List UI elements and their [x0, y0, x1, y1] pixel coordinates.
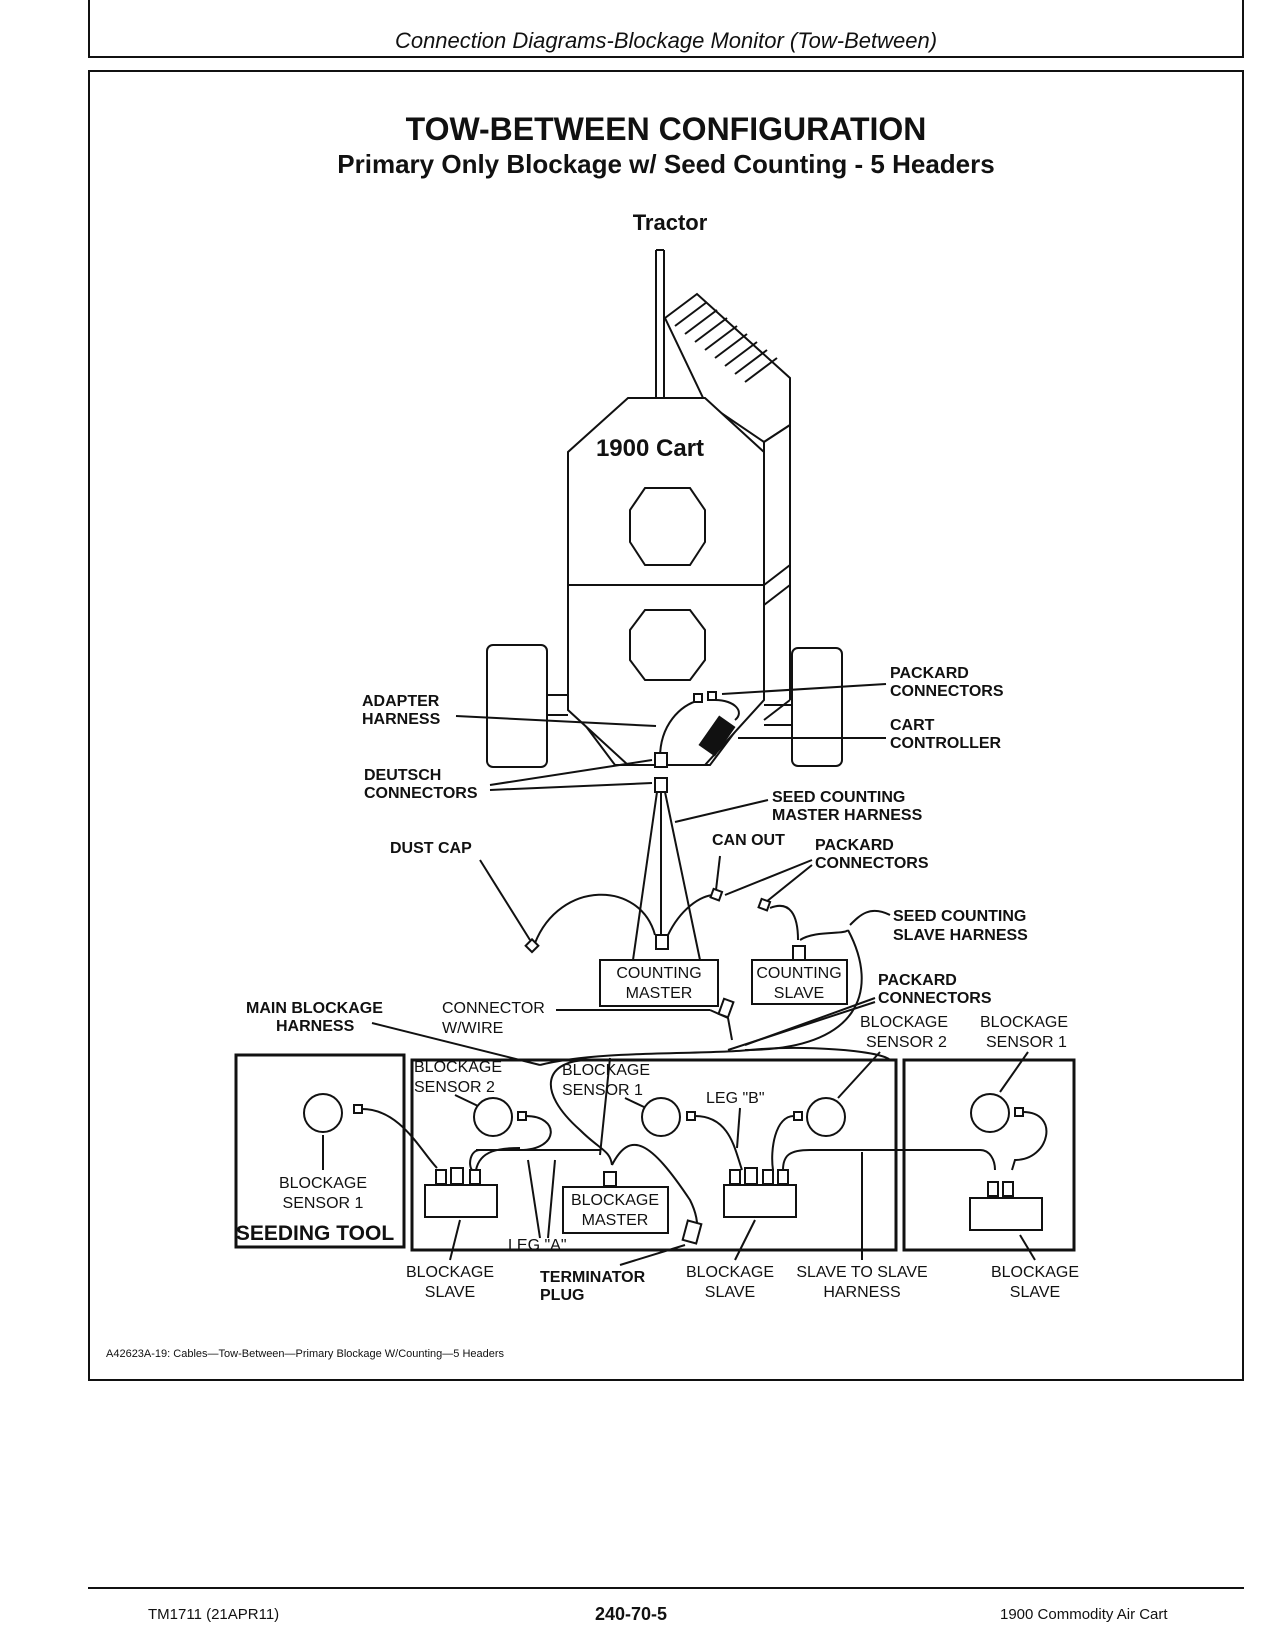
svg-text:HARNESS: HARNESS	[823, 1284, 900, 1301]
connection-diagram: TOW-BETWEEN CONFIGURATION Primary Only B…	[234, 111, 1079, 1304]
label-leg-a: LEG "A"	[508, 1237, 567, 1254]
label-seeding-tool: SEEDING TOOL	[236, 1222, 394, 1245]
label-seed-counting-master: SEED COUNTING	[772, 789, 905, 806]
svg-text:BLOCKAGE: BLOCKAGE	[571, 1192, 659, 1209]
svg-text:SLAVE: SLAVE	[705, 1284, 755, 1301]
label-packard-connectors-2: PACKARD	[815, 837, 894, 854]
seeding-tool-header-box	[234, 1053, 406, 1249]
diagram-subtitle: Primary Only Blockage w/ Seed Counting -…	[337, 149, 994, 179]
svg-text:MASTER: MASTER	[582, 1212, 649, 1229]
label-sensor2-left: BLOCKAGE	[414, 1059, 502, 1076]
label-main-blockage-harness: MAIN BLOCKAGE	[246, 1000, 383, 1017]
label-packard-connectors-3: PACKARD	[878, 972, 957, 989]
svg-text:SLAVE: SLAVE	[1010, 1284, 1060, 1301]
svg-text:PLUG: PLUG	[540, 1287, 584, 1304]
label-blockage-slave-2: BLOCKAGE	[686, 1264, 774, 1281]
figure-caption: A42623A-19: Cables—Tow-Between—Primary B…	[106, 1348, 505, 1360]
page-header: Connection Diagrams-Blockage Monitor (To…	[88, 0, 1244, 58]
right-header-box	[902, 1058, 1076, 1252]
label-sensor1-far: BLOCKAGE	[980, 1014, 1068, 1031]
label-packard-connectors-3b: CONNECTORS	[878, 990, 992, 1007]
label-seed-counting-master-b: MASTER HARNESS	[772, 807, 923, 824]
label-sensor1-far-b: SENSOR 1	[986, 1034, 1067, 1051]
svg-text:COUNTING: COUNTING	[756, 965, 841, 982]
label-cart-controller-b: CONTROLLER	[890, 735, 1002, 752]
label-sensor1-mid-b: SENSOR 1	[562, 1082, 643, 1099]
label-packard-connectors-1b: CONNECTORS	[890, 683, 1004, 700]
figure-frame	[88, 70, 1244, 1381]
tractor-label: Tractor	[633, 210, 708, 235]
svg-text:COUNTING: COUNTING	[616, 965, 701, 982]
counting-slave-module	[751, 959, 848, 1005]
cart-label: 1900 Cart	[596, 435, 704, 462]
blockage-slave-1	[424, 1184, 498, 1218]
label-blockage-slave-3: BLOCKAGE	[991, 1264, 1079, 1281]
label-deutsch-connectors-b: CONNECTORS	[364, 785, 478, 802]
blockage-sensor-1-mid	[641, 1097, 681, 1137]
label-connector-wire: CONNECTOR	[442, 1000, 545, 1017]
cart-body	[567, 397, 791, 766]
svg-text:MASTER: MASTER	[626, 985, 693, 1002]
tow-bar	[655, 249, 665, 398]
left-wheel	[486, 644, 548, 768]
label-packard-connectors-1: PACKARD	[890, 665, 969, 682]
label-sensor1-tool-b: SENSOR 1	[283, 1195, 364, 1212]
blockage-slave-3	[969, 1197, 1043, 1231]
blockage-sensor-1-far	[970, 1093, 1010, 1133]
label-sensor2-right: BLOCKAGE	[860, 1014, 948, 1031]
label-main-blockage-harness-b: HARNESS	[276, 1018, 355, 1035]
label-leg-b: LEG "B"	[706, 1090, 765, 1107]
section-title: Connection Diagrams-Blockage Monitor (To…	[394, 28, 938, 53]
label-cart-controller: CART	[890, 717, 935, 734]
blockage-sensor-2-right	[806, 1097, 846, 1137]
cart-controller	[698, 715, 736, 757]
footer-page-number: 240-70-5	[595, 1604, 668, 1624]
svg-text:SLAVE: SLAVE	[425, 1284, 475, 1301]
center-header-box	[410, 1058, 898, 1252]
label-adapter-harness-b: HARNESS	[362, 711, 441, 728]
counting-master-module	[599, 959, 719, 1007]
label-dust-cap: DUST CAP	[390, 840, 472, 857]
right-wheel	[791, 647, 843, 767]
label-connector-wire-b: W/WIRE	[442, 1020, 503, 1037]
blockage-sensor-2-left	[473, 1097, 513, 1137]
label-sensor2-right-b: SENSOR 2	[866, 1034, 947, 1051]
label-can-out: CAN OUT	[712, 832, 785, 849]
label-adapter-harness: ADAPTER	[362, 693, 440, 710]
label-blockage-slave-1: BLOCKAGE	[406, 1264, 494, 1281]
label-packard-connectors-2b: CONNECTORS	[815, 855, 929, 872]
footer-rule	[88, 1587, 1244, 1589]
label-sensor1-mid: BLOCKAGE	[562, 1062, 650, 1079]
footer-manual-id: TM1711 (21APR11)	[148, 1606, 280, 1623]
label-terminator-plug: TERMINATOR	[540, 1269, 646, 1286]
label-deutsch-connectors: DEUTSCH	[364, 767, 441, 784]
label-seed-counting-slave-b: SLAVE HARNESS	[893, 927, 1028, 944]
blockage-slave-2	[723, 1184, 797, 1218]
terminator-plug	[681, 1219, 703, 1245]
label-seed-counting-slave: SEED COUNTING	[893, 908, 1026, 925]
footer-product-name: 1900 Commodity Air Cart	[1000, 1606, 1168, 1623]
label-slave-to-slave: SLAVE TO SLAVE	[796, 1264, 927, 1281]
diagram-title: TOW-BETWEEN CONFIGURATION	[406, 111, 927, 147]
svg-text:SLAVE: SLAVE	[774, 985, 824, 1002]
label-sensor1-tool: BLOCKAGE	[279, 1175, 367, 1192]
label-sensor2-left-b: SENSOR 2	[414, 1079, 495, 1096]
blockage-sensor-1-tool	[303, 1093, 343, 1133]
